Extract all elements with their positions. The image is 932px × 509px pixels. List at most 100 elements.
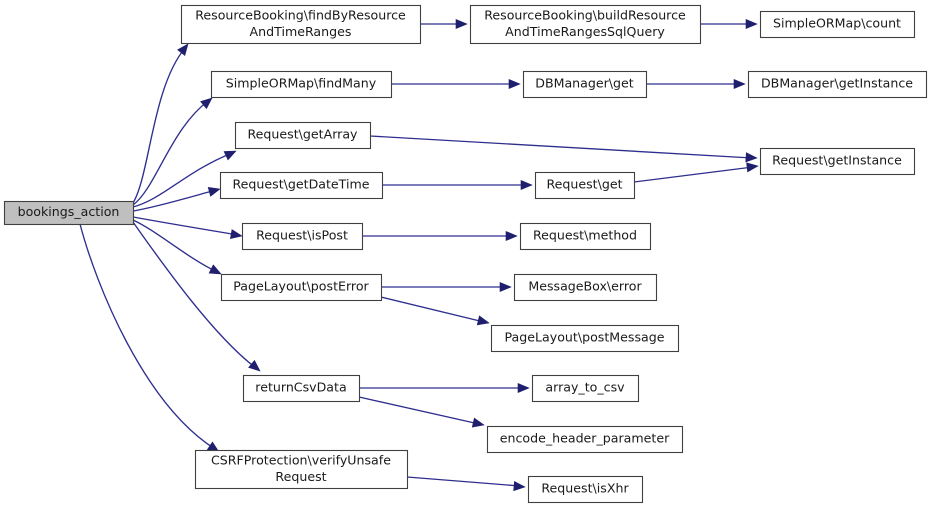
- graph-node-DBManager_get[interactable]: DBManager\get: [522, 70, 648, 99]
- node-box[interactable]: [219, 171, 384, 200]
- arrowhead-icon: [455, 18, 468, 30]
- arrowhead-icon: [229, 229, 243, 240]
- call-edge-bookings_action-to-findByResourceAndTimeRanges: [132, 43, 189, 204]
- node-box[interactable]: [747, 70, 928, 99]
- node-box[interactable]: [242, 374, 361, 403]
- graph-node-array_to_csv[interactable]: array_to_csv: [531, 374, 640, 403]
- node-label: Request\isPost: [256, 228, 348, 243]
- graph-node-PageLayout_postError[interactable]: PageLayout\postError: [220, 273, 383, 302]
- graph-node-Request_getArray[interactable]: Request\getArray: [234, 121, 372, 150]
- node-label: Request\getDateTime: [233, 177, 370, 192]
- node-label: Request\getInstance: [772, 153, 902, 168]
- node-label: DBManager\get: [535, 76, 634, 91]
- arrowhead-icon: [248, 359, 261, 372]
- arrowhead-icon: [520, 179, 533, 191]
- node-box[interactable]: [194, 449, 409, 490]
- node-label: returnCsvData: [255, 380, 346, 395]
- node-box[interactable]: [759, 10, 916, 39]
- node-box[interactable]: [522, 70, 648, 99]
- graph-node-Request_method[interactable]: Request\method: [519, 222, 652, 251]
- call-edge-bookings_action-to-verifyUnsafeRequest: [79, 223, 220, 453]
- graph-node-MessageBox_error[interactable]: MessageBox\error: [513, 273, 658, 302]
- graph-node-PageLayout_postMessage[interactable]: PageLayout\postMessage: [490, 324, 680, 353]
- arrowhead-icon: [733, 78, 746, 90]
- graph-node-Request_getDateTime[interactable]: Request\getDateTime: [219, 171, 384, 200]
- node-box[interactable]: [220, 273, 383, 302]
- arrowhead-icon: [223, 150, 237, 161]
- edge-layer: [79, 18, 759, 492]
- node-box[interactable]: [490, 324, 680, 353]
- graph-node-bookings_action[interactable]: bookings_action: [3, 200, 135, 226]
- node-label: MessageBox\error: [528, 279, 642, 294]
- node-box[interactable]: [234, 121, 372, 150]
- node-label: bookings_action: [18, 204, 120, 219]
- node-box[interactable]: [531, 374, 640, 403]
- node-box[interactable]: [527, 475, 644, 504]
- node-label: PageLayout\postError: [233, 279, 369, 294]
- node-label: Request\getArray: [248, 127, 359, 142]
- arrowhead-icon: [499, 281, 512, 293]
- graph-node-Request_isXhr[interactable]: Request\isXhr: [527, 475, 644, 504]
- node-box[interactable]: [759, 147, 916, 176]
- arrowhead-icon: [746, 162, 759, 173]
- node-label: CSRFProtection\verifyUnsafe: [211, 452, 391, 467]
- node-box[interactable]: [534, 171, 636, 200]
- node-label: Request\get: [546, 177, 622, 192]
- node-label: Request\isXhr: [541, 481, 629, 496]
- graph-node-buildResourceAndTimeRangesSqlQuery[interactable]: ResourceBooking\buildResourceAndTimeRang…: [469, 4, 702, 45]
- arrowhead-icon: [476, 315, 490, 326]
- call-edge-PageLayout_postError-to-MessageBox_error: [381, 281, 512, 293]
- node-box[interactable]: [469, 4, 702, 45]
- call-edge-PageLayout_postError-to-PageLayout_postMessage: [380, 296, 490, 326]
- arrowhead-icon: [517, 382, 530, 394]
- call-edge-returnCsvData-to-encode_header_parameter: [358, 396, 485, 428]
- node-label: ResourceBooking\findByResource: [195, 7, 406, 22]
- node-label: PageLayout\postMessage: [505, 330, 665, 345]
- graph-node-encode_header_parameter[interactable]: encode_header_parameter: [486, 425, 684, 454]
- node-box[interactable]: [513, 273, 658, 302]
- call-edge-buildResourceAndTimeRangesSqlQuery-to-SimpleORMap_count: [700, 18, 758, 30]
- node-label: SimpleORMap\findMany: [226, 76, 377, 91]
- arrowhead-icon: [745, 18, 758, 30]
- graph-node-Request_isPost[interactable]: Request\isPost: [241, 222, 364, 251]
- node-layer: bookings_action ResourceBooking\findByRes…: [3, 4, 928, 504]
- node-box[interactable]: [210, 70, 393, 99]
- arrowhead-icon: [208, 264, 222, 275]
- arrowhead-icon: [745, 152, 758, 163]
- call-edge-bookings_action-to-Request_getDateTime: [132, 187, 221, 212]
- arrowhead-icon: [207, 187, 221, 197]
- node-box[interactable]: [486, 425, 684, 454]
- call-edge-Request_getDateTime-to-Request_get: [382, 179, 533, 191]
- call-edge-bookings_action-to-Request_isPost: [132, 216, 243, 240]
- node-box[interactable]: [241, 222, 364, 251]
- node-box[interactable]: [180, 4, 422, 45]
- graph-node-returnCsvData[interactable]: returnCsvData: [242, 374, 361, 403]
- arrowhead-icon: [200, 97, 213, 110]
- graph-node-findByResourceAndTimeRanges[interactable]: ResourceBooking\findByResourceAndTimeRan…: [180, 4, 422, 45]
- call-edge-bookings_action-to-PageLayout_postError: [132, 219, 222, 275]
- call-edge-Request_getArray-to-Request_getInstance: [369, 135, 758, 163]
- graph-node-Request_get[interactable]: Request\get: [534, 171, 636, 200]
- arrowhead-icon: [513, 481, 526, 492]
- graph-node-DBManager_getInstance[interactable]: DBManager\getInstance: [747, 70, 928, 99]
- call-edge-Request_isPost-to-Request_method: [362, 230, 518, 242]
- node-label: array_to_csv: [545, 380, 625, 395]
- call-edge-Request_get-to-Request_getInstance: [633, 162, 759, 183]
- node-box[interactable]: [519, 222, 652, 251]
- arrowhead-icon: [508, 78, 521, 90]
- call-edge-bookings_action-to-returnCsvData: [132, 221, 261, 372]
- graph-node-SimpleORMap_count[interactable]: SimpleORMap\count: [759, 10, 916, 39]
- arrowhead-icon: [177, 43, 189, 57]
- graph-node-Request_getInstance[interactable]: Request\getInstance: [759, 147, 916, 176]
- node-box[interactable]: [3, 200, 135, 226]
- call-edge-SimpleORMap_findMany-to-DBManager_get: [391, 78, 521, 90]
- graph-node-SimpleORMap_findMany[interactable]: SimpleORMap\findMany: [210, 70, 393, 99]
- node-label: AndTimeRanges: [250, 24, 352, 39]
- call-edge-bookings_action-to-Request_getArray: [132, 150, 237, 208]
- call-edge-findByResourceAndTimeRanges-to-buildResourceAndTimeRangesSqlQuery: [420, 18, 468, 30]
- call-edge-returnCsvData-to-array_to_csv: [359, 382, 530, 394]
- node-label: ResourceBooking\buildResource: [484, 7, 686, 22]
